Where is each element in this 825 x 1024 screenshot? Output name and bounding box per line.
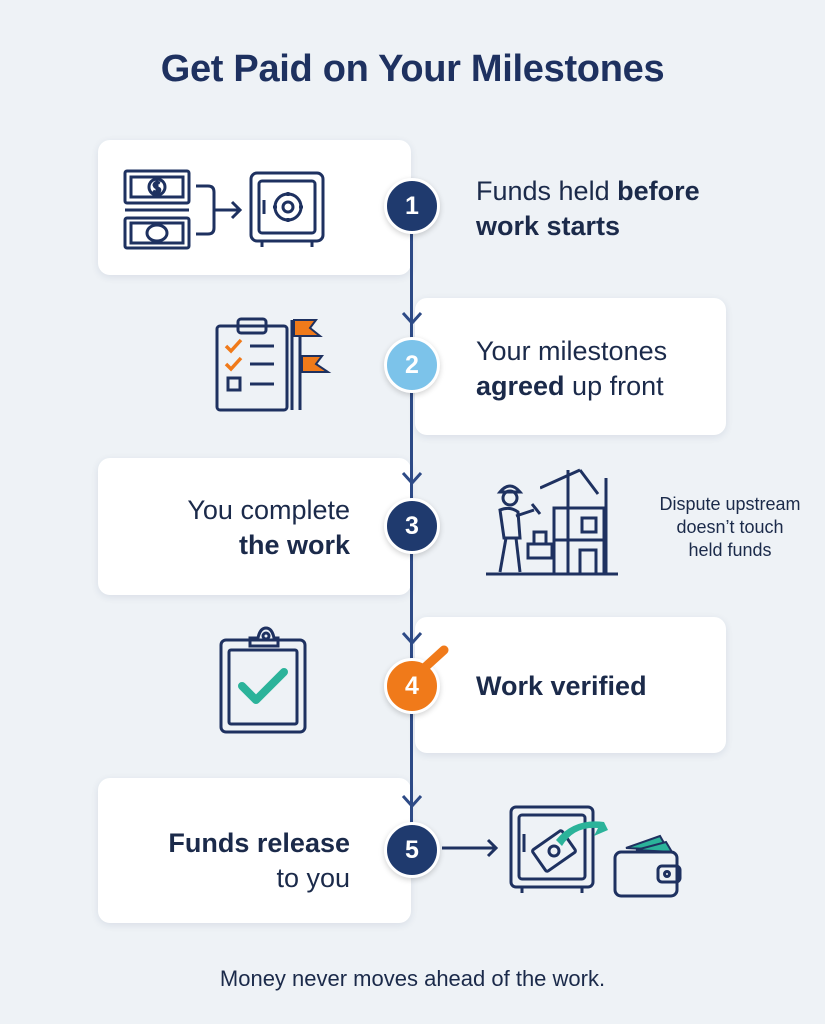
arrow-down-icon [401,471,423,486]
building-icon [540,468,618,576]
checklist-icon [215,317,289,412]
arrow-down-icon [401,631,423,646]
clipboard-check-icon [219,626,307,734]
safe-open-icon [509,805,608,893]
safe-icon [249,171,325,247]
step-2-text: Your milestones agreed up front [476,336,668,401]
arrow-down-icon [401,794,423,809]
page-title: Get Paid on Your Milestones [160,48,665,90]
wallet-icon [613,834,682,898]
dispute-note: Dispute upstream doesn’t touch held fund… [659,494,801,560]
step-3-text: You complete the work [187,495,350,560]
worker-icon [486,484,558,576]
step-4-card [415,617,726,753]
step-3-number: 3 [384,498,440,554]
arrow-right-icon [442,838,499,858]
step-4-text: Work verified [476,671,647,701]
step-4-number: 4 [384,658,440,714]
footer-tagline: Money never moves ahead of the work. [219,966,606,991]
step-2-card [415,298,726,435]
flag-icon [290,319,332,410]
step-2-number: 2 [384,337,440,393]
step-1-number: 1 [384,178,440,234]
connector-arrow-icon [196,184,243,236]
step-3-card [98,458,411,595]
step-1-card [98,140,411,275]
money-icon [123,169,191,250]
key-tab-icon [420,645,449,674]
arrow-down-icon [401,311,423,326]
step-5-card [98,778,411,923]
step-5-number: 5 [384,822,440,878]
step-1-text: Funds held before work starts [476,176,700,241]
step-5-text: Funds release to you [168,828,350,893]
